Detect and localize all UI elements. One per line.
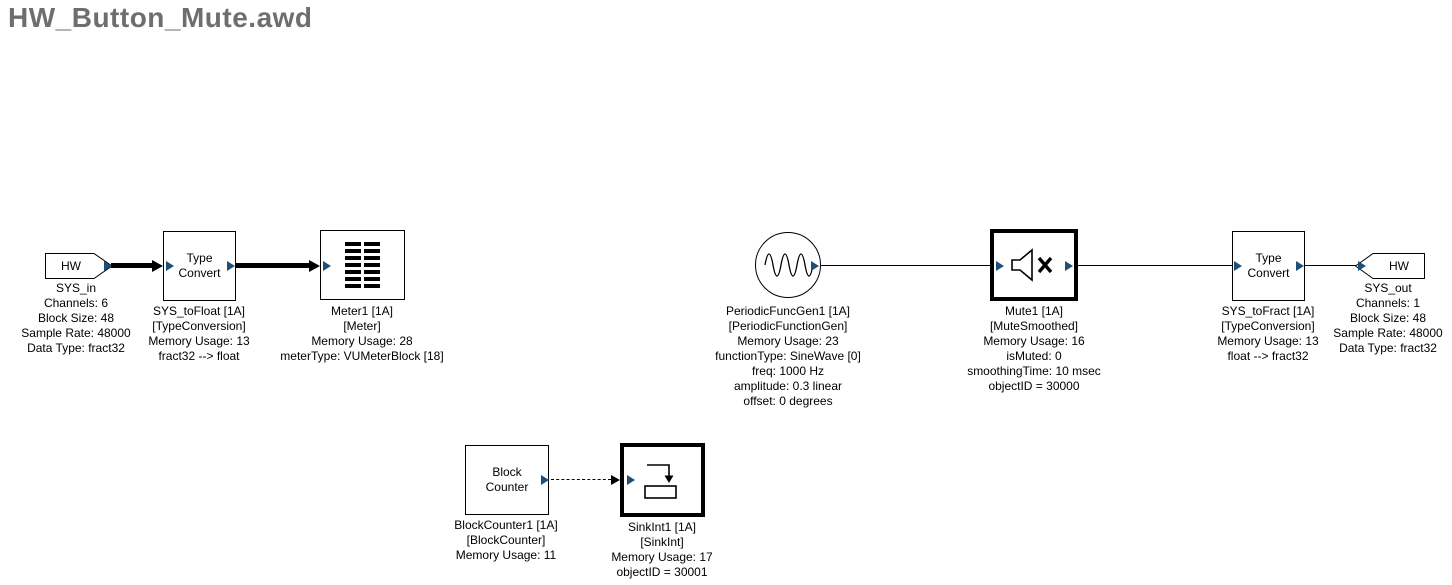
text-line: SinkInt1 [1A]	[627, 520, 697, 534]
text-line: objectID = 30001	[616, 565, 708, 579]
block-sys-out[interactable]: HW	[1354, 253, 1425, 284]
text-line: amplitude: 0.3 linear	[733, 379, 843, 393]
caption-sys-to-fract: SYS_toFract [1A][TypeConversion]Memory U…	[1168, 304, 1368, 364]
text-line: [PeriodicFunctionGen]	[728, 319, 848, 333]
block-label: HW	[61, 259, 81, 273]
text-line: [BlockCounter]	[466, 533, 546, 547]
text-line: SYS_toFloat [1A]	[152, 304, 246, 318]
wire-sys-in-to-sys-to-float[interactable]	[111, 263, 154, 268]
text-line: Type	[1255, 251, 1282, 265]
text-line: Counter	[485, 480, 529, 494]
caption-block-counter1: BlockCounter1 [1A][BlockCounter]Memory U…	[416, 518, 596, 563]
text-line: Channels: 1	[1355, 296, 1421, 310]
input-pin-mute1[interactable]	[996, 261, 1004, 271]
block-mute1[interactable]	[990, 229, 1078, 301]
wire-periodic-func-gen1-to-mute1[interactable]	[821, 265, 990, 266]
block-meter1[interactable]	[320, 230, 405, 300]
wire-sys-to-fract-to-sys-out[interactable]	[1305, 265, 1357, 266]
input-pin-meter1[interactable]	[323, 261, 331, 271]
sink-arrow-icon	[643, 464, 677, 499]
wire-arrowhead	[309, 260, 320, 272]
text-line: fract32 --> float	[158, 349, 240, 363]
output-pin-periodic-func-gen1[interactable]	[811, 261, 819, 271]
block-sys-in[interactable]: HW	[45, 253, 113, 284]
text-line: BlockCounter1 [1A]	[454, 518, 558, 532]
text-line: Type	[186, 251, 213, 265]
text-line: Channels: 6	[43, 296, 109, 310]
text-line: Sample Rate: 48000	[21, 326, 131, 340]
text-line: PeriodicFuncGen1 [1A]	[725, 304, 851, 318]
text-line: Data Type: fract32	[1339, 341, 1437, 355]
text-line: Memory Usage: 17	[611, 550, 713, 564]
text-line: meterType: VUMeterBlock [18]	[280, 349, 444, 363]
output-pin-mute1[interactable]	[1065, 261, 1073, 271]
text-line: Block Size: 48	[1349, 311, 1427, 325]
text-line: Memory Usage: 28	[311, 334, 413, 348]
text-line: SYS_out	[1364, 281, 1412, 295]
sine-wave-icon	[764, 253, 814, 277]
wire-sys-to-float-to-meter1[interactable]	[236, 263, 309, 268]
text-line: smoothingTime: 10 msec	[967, 364, 1101, 378]
text-line: offset: 0 degrees	[743, 394, 833, 408]
text-line: Memory Usage: 23	[737, 334, 839, 348]
page-title: HW_Button_Mute.awd	[8, 2, 313, 33]
wire-mute1-to-sys-to-fract[interactable]	[1078, 265, 1232, 266]
block-sink-int1[interactable]	[620, 443, 705, 517]
text-line: [TypeConversion]	[152, 319, 246, 333]
output-pin-block-counter1[interactable]	[541, 475, 549, 485]
wire-block-counter1-to-sink-int1[interactable]	[551, 479, 611, 480]
caption-periodic-func-gen1: PeriodicFuncGen1 [1A][PeriodicFunctionGe…	[678, 304, 898, 409]
text-line: [SinkInt]	[640, 535, 684, 549]
text-line: Memory Usage: 13	[1217, 334, 1319, 348]
wire-arrowhead	[152, 260, 163, 272]
text-line: [TypeConversion]	[1221, 319, 1315, 333]
text-line: Sample Rate: 48000	[1333, 326, 1443, 340]
text-line: Convert	[178, 266, 221, 280]
block-periodic-func-gen1[interactable]	[755, 232, 821, 298]
input-pin-sys-out[interactable]	[1358, 261, 1366, 271]
text-line: Convert	[1247, 266, 1290, 280]
text-line: float --> fract32	[1227, 349, 1309, 363]
wire-arrowhead	[611, 475, 620, 485]
text-line: Mute1 [1A]	[1004, 304, 1064, 318]
text-line: Block Size: 48	[37, 311, 115, 325]
text-line: Memory Usage: 11	[455, 548, 557, 562]
output-pin-sys-in[interactable]	[104, 261, 112, 271]
hw-output-tag-shape	[1354, 253, 1425, 279]
text-line: freq: 1000 Hz	[751, 364, 825, 378]
text-line: objectID = 30000	[988, 379, 1080, 393]
text-line: [Meter]	[343, 319, 381, 333]
output-pin-sys-to-float[interactable]	[227, 261, 235, 271]
vu-meter-icon	[345, 242, 380, 288]
block-label: HW	[1389, 259, 1409, 273]
input-pin-sys-to-fract[interactable]	[1234, 261, 1242, 271]
text-line: Memory Usage: 16	[983, 334, 1085, 348]
output-pin-sys-to-fract[interactable]	[1296, 261, 1304, 271]
text-line: functionType: SineWave [0]	[715, 349, 861, 363]
hw-input-tag-shape	[45, 253, 113, 279]
input-pin-sink-int1[interactable]	[627, 475, 635, 485]
text-line: Data Type: fract32	[27, 341, 125, 355]
mute-speaker-x-icon	[1011, 248, 1053, 282]
text-line: isMuted: 0	[1006, 349, 1062, 363]
text-line: [MuteSmoothed]	[989, 319, 1079, 333]
text-line: Block	[492, 465, 522, 479]
text-line: SYS_in	[55, 281, 97, 295]
input-pin-sys-to-float[interactable]	[166, 261, 174, 271]
text-line: Memory Usage: 13	[148, 334, 250, 348]
caption-mute1: Mute1 [1A][MuteSmoothed]Memory Usage: 16…	[924, 304, 1144, 394]
caption-sys-to-float: SYS_toFloat [1A][TypeConversion]Memory U…	[99, 304, 299, 364]
text-line: Meter1 [1A]	[330, 304, 394, 318]
text-line: SYS_toFract [1A]	[1221, 304, 1315, 318]
